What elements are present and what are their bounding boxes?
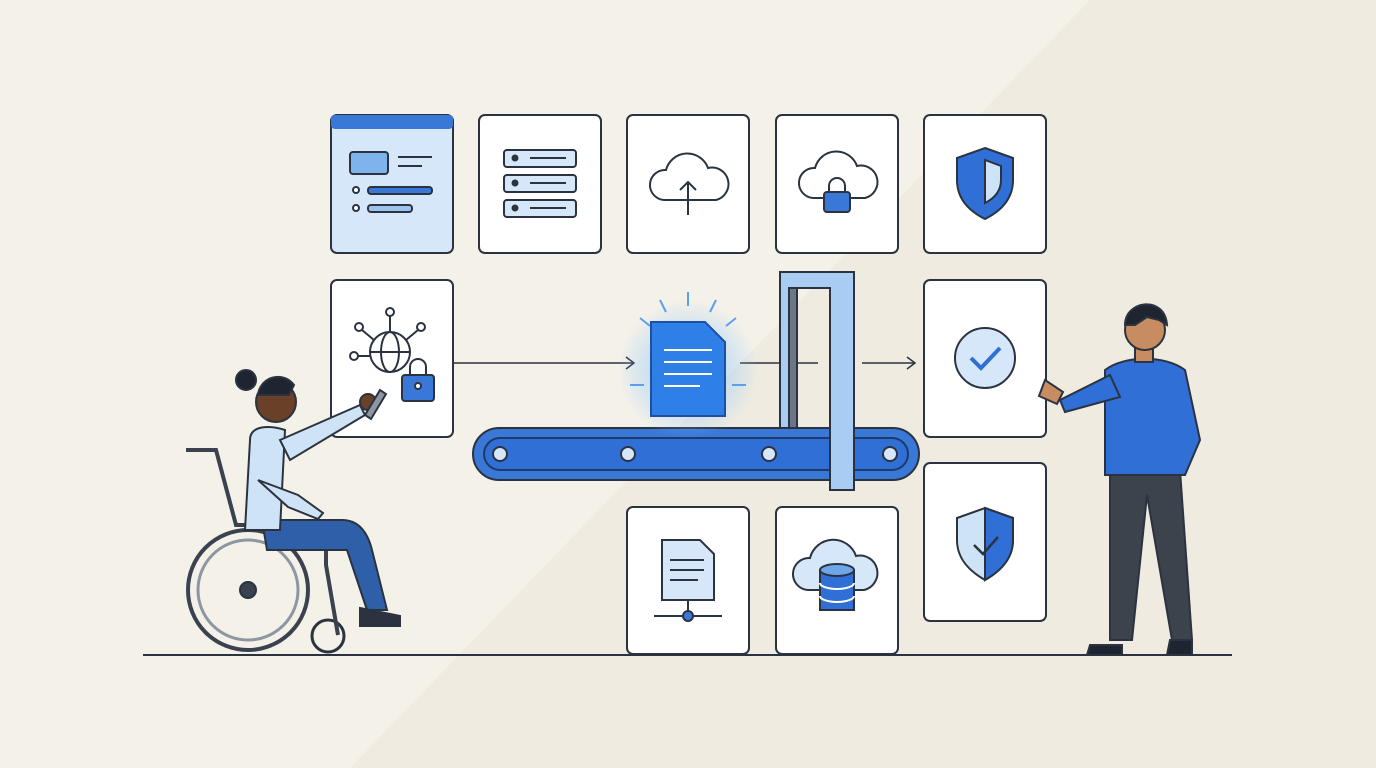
server-stack-icon <box>503 149 577 218</box>
browser-window-icon <box>349 151 433 213</box>
tile-cloud-lock <box>775 114 899 254</box>
tile-document-network <box>626 506 750 655</box>
document-network-icon <box>654 539 722 622</box>
tile-shield <box>923 114 1047 254</box>
shield-icon <box>956 146 1014 221</box>
tile-cloud-database <box>775 506 899 655</box>
person-in-wheelchair <box>186 369 401 654</box>
cloud-database-icon <box>792 538 879 611</box>
cloud-upload-icon <box>648 152 730 215</box>
check-circle-icon <box>954 327 1016 389</box>
shield-check-icon <box>956 506 1014 582</box>
network-globe-wrench-lock-icon <box>349 307 435 402</box>
standing-man <box>1037 303 1202 656</box>
tile-shield-check <box>923 462 1047 622</box>
tile-browser-window <box>330 114 454 254</box>
scanner-gate <box>779 271 855 491</box>
tile-check-circle <box>923 279 1047 438</box>
tile-cloud-upload <box>626 114 750 254</box>
glowing-document-icon <box>618 292 758 440</box>
tile-server-stack <box>478 114 602 254</box>
cloud-lock-icon <box>797 150 879 213</box>
conveyor-belt <box>472 427 920 481</box>
